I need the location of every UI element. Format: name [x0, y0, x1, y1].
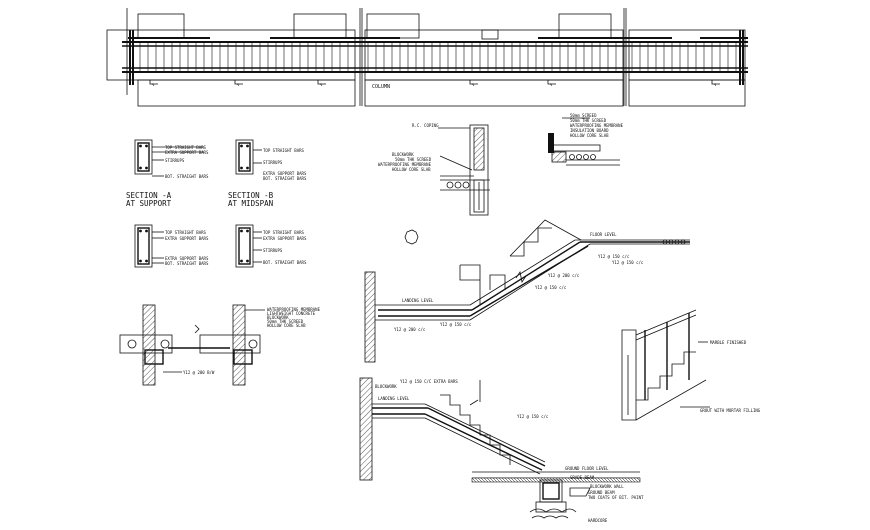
sec-b2-label-4: BOT. STRAIGHT BARS [263, 260, 307, 265]
slab-label-1: WATERPROOFING MEMBRANE [267, 307, 321, 312]
trd-label-5: HOLLOW CORE SLAB [570, 133, 609, 138]
railing-label-1: MARBLE FINISHED [710, 340, 747, 345]
sec-a2-label-2: EXTRA SUPPORT BARS [165, 236, 209, 241]
upper-bar-6: Y12 @ 200 c/c [394, 327, 426, 332]
slab-label-2: LIGHTWEIGHT CONCRETE [267, 311, 316, 316]
sec-b-label-3: EXTRA SUPPORT BARS [263, 171, 307, 176]
trd-label-3: WATERPROOFING MEMBRANE [570, 123, 624, 128]
ground-floor-level: GROUND FLOOR LEVEL [565, 466, 609, 471]
coping-label-3: WATERPROOFING MEMBRANE [378, 162, 432, 167]
trd-label-1: 50mm SCREED [570, 113, 597, 118]
section-b-bottom: TOP STRAIGHT BARS EXTRA SUPPORT BARS STI… [235, 224, 307, 268]
sec-b2-label-3: STIRRUPS [263, 248, 283, 253]
sec-b-label-1: TOP STRAIGHT BARS [263, 148, 305, 153]
landing-level-upper: LANDING LEVEL [402, 298, 434, 303]
sec-a-label-1: TOP STRAIGHT BARS [165, 145, 207, 150]
svg-text:↯: ↯ [714, 82, 717, 87]
lower-label-2: BLOCKWORK WALL [590, 484, 624, 489]
lower-bar-2: Y12 @ 150 c/c [517, 414, 549, 419]
stair-upper: FLOOR LEVEL LANDING LEVEL Y12 @ 150 c/c … [364, 219, 690, 363]
coping-label-1: BLOCKWORK [392, 152, 414, 157]
railing-detail: MARBLE FINISHED GROUT WITH MORTAR FILLIN… [621, 309, 761, 421]
coping-title: R.C. COPING [412, 123, 439, 128]
slab-label-4: 50mm THK SCREED [267, 319, 304, 324]
svg-text:↯: ↯ [320, 82, 323, 87]
blockwork-lower: BLOCKWORK [375, 384, 397, 389]
top-right-detail: 50mm SCREED 50mm THK SCREED WATERPROOFIN… [548, 113, 624, 166]
sec-b2-label-2: EXTRA SUPPORT BARS [263, 236, 307, 241]
svg-text:↯: ↯ [472, 82, 475, 87]
trd-label-2: 50mm THK SCREED [570, 118, 607, 123]
column-label: COLUMN [372, 84, 390, 90]
railing-label-2: GROUT WITH MORTAR FILLING [700, 408, 761, 413]
lower-label-1: GRADE BEAM [570, 475, 595, 480]
svg-text:↯: ↯ [237, 82, 240, 87]
lower-label-5: HARDCORE [588, 518, 608, 523]
stair-lower: BLOCKWORK LANDING LEVEL Y12 @ 150 C/C EX… [359, 377, 644, 523]
sec-a2-label-4: BOT. STRAIGHT BARS [165, 261, 209, 266]
stirrup-lines [139, 42, 737, 72]
upper-bar-4: Y12 @ 150 c/c [535, 285, 567, 290]
section-a-top: TOP STRAIGHT BARS EXTRA SUPPORT BARS STI… [126, 139, 209, 208]
beam-elevation: ↯ ↯ ↯ ↯ ↯ ↯ COLUMN [106, 8, 748, 107]
section-b-top: TOP STRAIGHT BARS STIRRUPS EXTRA SUPPORT… [228, 139, 307, 208]
svg-text:↯: ↯ [550, 82, 553, 87]
upper-bar-2: Y12 @ 150 c/c [612, 260, 644, 265]
svg-text:↯: ↯ [152, 82, 155, 87]
landing-level-lower: LANDING LEVEL [378, 396, 410, 401]
slab-label-5: HOLLOW CORE SLAB [267, 323, 306, 328]
sec-a-label-2: EXTRA SUPPORT BARS [165, 150, 209, 155]
octagon-marker [404, 229, 419, 245]
lower-label-4: TWO COATS OF BIT. PAINT [588, 495, 644, 500]
upper-bar-5: Y12 @ 150 c/c [440, 322, 472, 327]
slab-bar-note: Y12 @ 200 B/W [183, 370, 215, 375]
upper-bar-1: Y12 @ 150 c/c [598, 254, 630, 259]
trd-label-4: INSULATION BOARD [570, 128, 609, 133]
sec-a-label-4: BOT. STRAIGHT BARS [165, 174, 209, 179]
slab-wall-detail: WATERPROOFING MEMBRANE LIGHTWEIGHT CONCR… [119, 304, 321, 386]
section-a-subtitle: AT SUPPORT [126, 199, 172, 208]
floor-level-upper: FLOOR LEVEL [590, 232, 617, 237]
coping-label-2: 50mm THK SCREED [395, 157, 432, 162]
sec-b2-label-1: TOP STRAIGHT BARS [263, 230, 305, 235]
sec-b-label-2: STIRRUPS [263, 160, 283, 165]
coping-detail: R.C. COPING BLOCKWORK 50mm THK SCREED WA… [378, 123, 490, 216]
coping-label-4: HOLLOW CORE SLAB [392, 167, 431, 172]
upper-bar-3: Y12 @ 200 c/c [548, 273, 580, 278]
section-b-subtitle: AT MIDSPAN [228, 199, 273, 208]
sec-a2-label-1: TOP STRAIGHT BARS [165, 230, 207, 235]
section-a-bottom: TOP STRAIGHT BARS EXTRA SUPPORT BARS EXT… [134, 224, 209, 268]
lower-bar-1: Y12 @ 150 C/C EXTRA BARS [400, 379, 458, 384]
lower-label-3: GROUND BEAM [588, 490, 615, 495]
slab-label-3: BLOCKWORK [267, 315, 289, 320]
sec-a2-label-3: EXTRA SUPPORT BARS [165, 256, 209, 261]
sec-a-label-3: STIRRUPS [165, 158, 185, 163]
section-b-title: SECTION -B [228, 191, 274, 200]
section-a-title: SECTION -A [126, 191, 172, 200]
sec-b-label-4: BOT. STRAIGHT BARS [263, 176, 307, 181]
